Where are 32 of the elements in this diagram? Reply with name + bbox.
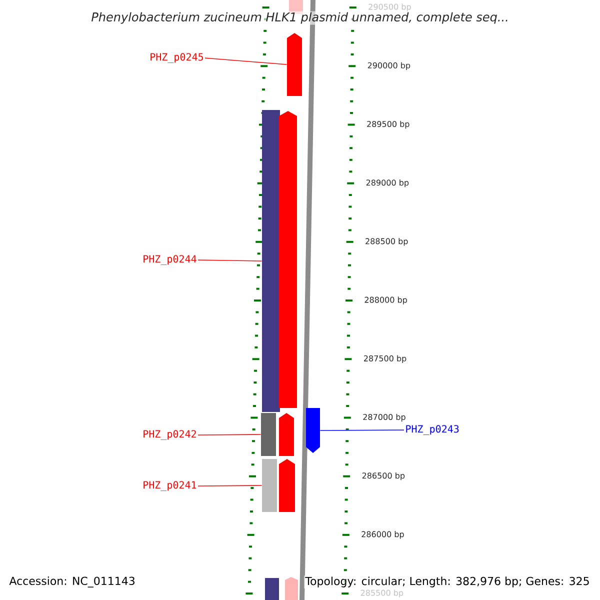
gene-label: PHZ_p0242 <box>144 430 196 440</box>
scale-label: 288000 bp <box>364 296 407 304</box>
gene-feature <box>279 111 297 408</box>
leader-line <box>204 58 288 65</box>
summary-text: Topology: circular; Length: 382,976 bp; Genes: 325 <box>304 576 591 588</box>
scale-label: 285500 bp <box>360 590 404 598</box>
scale-label: 289000 bp <box>366 179 409 188</box>
scale-label: 288500 bp <box>366 238 408 246</box>
scale-label: 286500 bp <box>362 472 405 480</box>
leader-line <box>320 430 404 431</box>
gene-label: PHZ_p0244 <box>144 255 196 265</box>
leader-line <box>198 260 262 262</box>
scale-label: 286000 bp <box>362 531 404 539</box>
feature-bar <box>262 459 277 512</box>
scale-label: 290500 bp <box>368 4 411 12</box>
gene-feature <box>279 413 294 456</box>
accession-text: Accession: NC_011143 <box>9 576 134 588</box>
gene-feature <box>287 33 302 96</box>
leader-line <box>198 434 262 436</box>
gene-label: PHZ_p0241 <box>144 481 196 491</box>
gene-label: PHZ_p0243 <box>406 425 459 435</box>
scale-label: 287000 bp <box>363 414 406 422</box>
title: Phenylobacterium zucineum HLK1 plasmid unnamed, complete seq... <box>90 11 510 25</box>
scale-label: 289500 bp <box>367 120 410 129</box>
gene-label: PHZ_p0245 <box>150 53 203 63</box>
scale-label: 287500 bp <box>364 355 406 363</box>
gene-feature <box>306 408 320 453</box>
scale-label: 290000 bp <box>368 62 410 70</box>
feature-bar <box>262 110 280 412</box>
gene-feature <box>279 459 295 512</box>
feature-bar <box>261 413 276 456</box>
leader-line <box>198 485 262 486</box>
